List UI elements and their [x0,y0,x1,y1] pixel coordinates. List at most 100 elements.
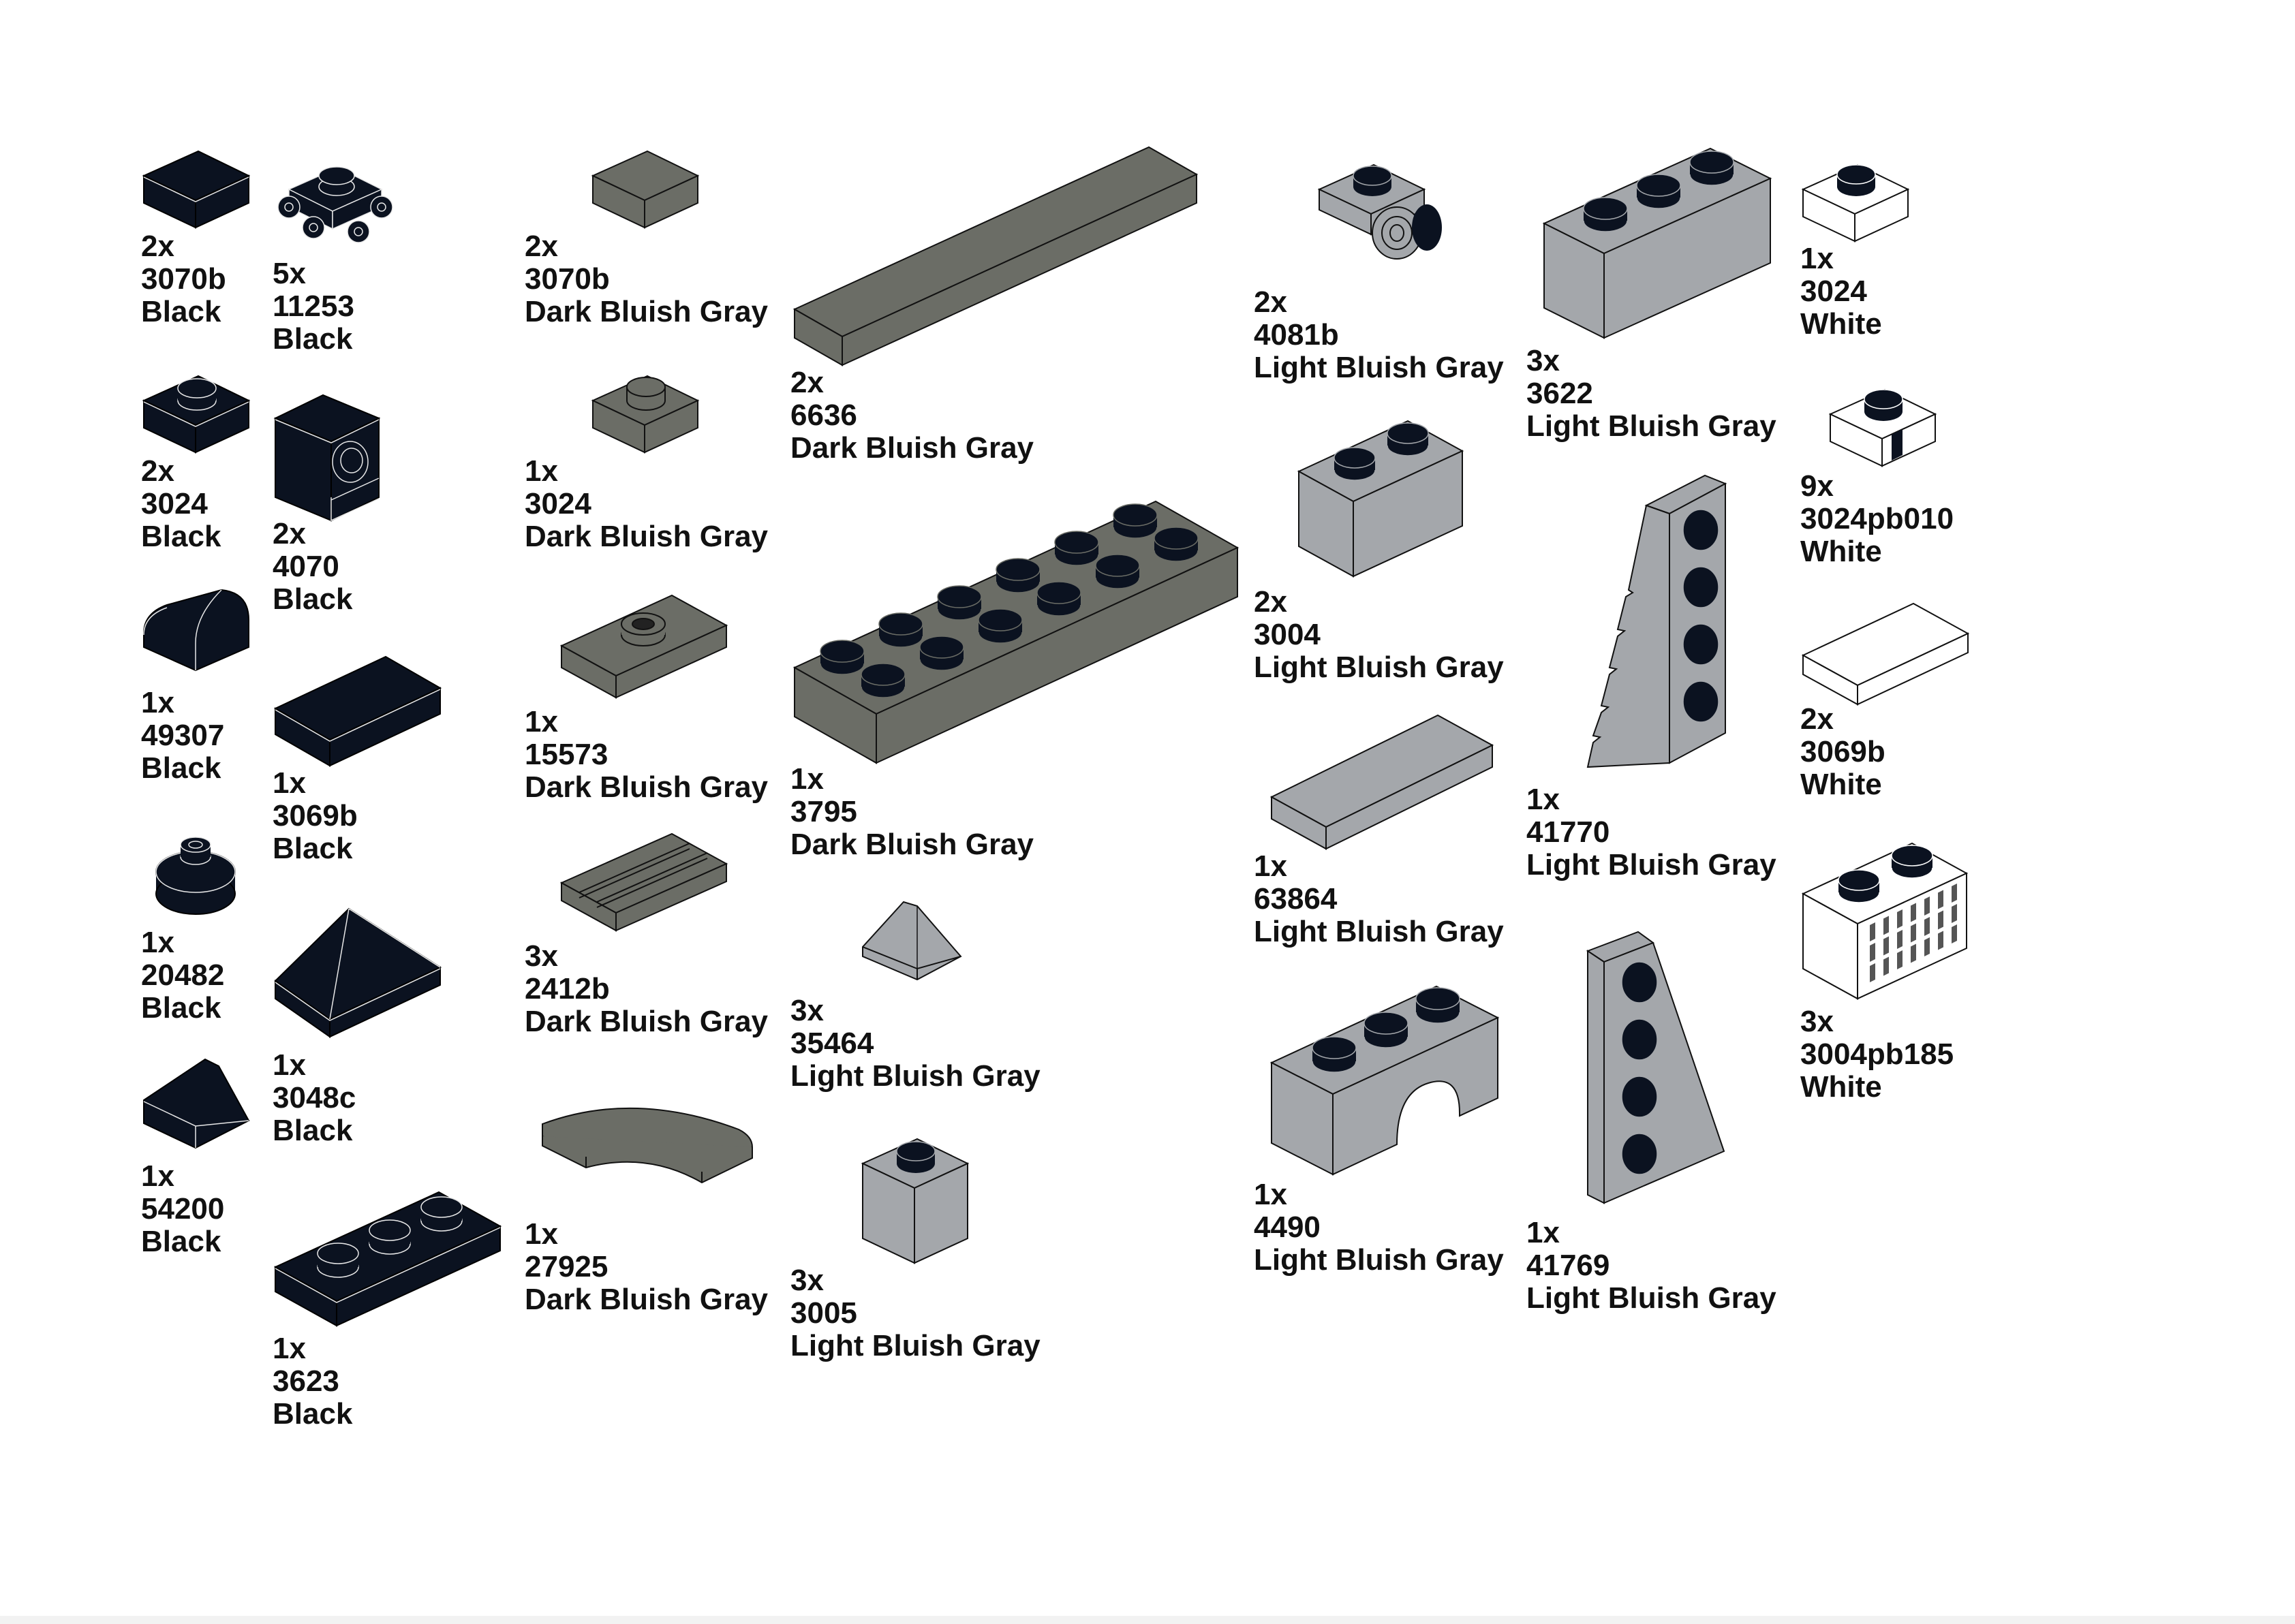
part-color: Dark Bluish Gray [525,295,769,328]
part-color: Light Bluish Gray [790,1329,1041,1362]
part-qty: 2x [1254,585,1287,619]
part-number: 2412b [525,972,610,1005]
part-color: Black [141,1225,221,1258]
window-print [1911,923,1916,943]
part-qty: 2x [1800,702,1834,736]
part-label: 2x 6636 Dark Bluish Gray [790,366,1034,465]
part-color: Dark Bluish Gray [525,1283,769,1316]
window-print [1870,963,1875,982]
part-label: 2x 3070b Black [141,230,226,328]
part-color: Black [141,991,221,1025]
part-number: 11253 [273,290,354,323]
part-color: Light Bluish Gray [1526,848,1776,881]
window-print [1938,931,1943,950]
part-color: Black [273,582,353,616]
window-print [1911,943,1916,963]
part-color: Dark Bluish Gray [525,1005,769,1038]
part-color: Light Bluish Gray [1254,651,1504,684]
part-color: White [1800,535,1882,568]
part-number: 3070b [525,262,610,296]
round-tile-icon [155,837,236,915]
part-color: Dark Bluish Gray [525,770,769,804]
part-number: 27925 [525,1250,609,1283]
cheese-slope-icon [862,901,962,981]
stud [1095,554,1140,577]
stud [978,608,1023,631]
stud [1154,527,1199,550]
part-color: Dark Bluish Gray [525,520,769,553]
plate-1x1-icon [1801,163,1910,243]
part-color: Black [273,322,353,356]
part-label: 2x 3004 Light Bluish Gray [1254,586,1504,684]
part-qty: 1x [525,705,558,738]
stud [1054,531,1099,554]
part-number: 4070 [273,550,339,583]
part-qty: 2x [141,230,174,263]
stud [919,636,964,659]
curved-slope-icon [143,589,249,672]
part-qty: 1x [525,1217,558,1251]
part-color: White [1800,1070,1882,1104]
part-number: 3024pb010 [1800,502,1954,535]
part-label: 2x 4070 Black [273,518,352,616]
part-qty: 3x [525,939,558,973]
part-number: 3795 [790,795,857,828]
part-label: 3x 3005 Light Bluish Gray [790,1264,1041,1362]
window-print [1897,909,1903,928]
brick-1x1-icon [861,1138,970,1264]
part-number: 3024 [525,487,591,520]
tile-1x3-icon [1269,714,1494,850]
part-color: Light Bluish Gray [1254,351,1504,384]
part-number: 41770 [1526,815,1610,849]
plate-1x3-icon [273,1191,502,1327]
part-label: 1x 20482 Black [141,926,224,1025]
stud [878,612,923,636]
part-color: Light Bluish Gray [790,1059,1041,1093]
part-number: 3005 [790,1296,857,1330]
part-qty: 3x [790,1264,824,1297]
part-number: 3622 [1526,377,1593,410]
part-number: 54200 [141,1192,225,1225]
part-label: 2x 4081b Light Bluish Gray [1254,286,1504,384]
tile-1x2-icon [273,655,442,767]
part-color: Dark Bluish Gray [790,828,1034,861]
window-print [1883,936,1889,956]
part-number: 49307 [141,719,225,752]
part-label: 1x 3024 Dark Bluish Gray [525,455,768,553]
part-label: 3x 3622 Light Bluish Gray [1526,345,1776,443]
part-qty: 1x [141,1159,174,1193]
part-label: 1x 3069b Black [273,767,358,865]
part-qty: 1x [1254,1178,1287,1211]
window-print [1952,904,1957,923]
part-label: 1x 15573 Dark Bluish Gray [525,706,768,804]
stud [937,585,982,608]
part-qty: 2x [1254,285,1287,319]
part-color: Light Bluish Gray [1526,1281,1776,1315]
part-number: 63864 [1254,882,1338,916]
plate-1x1-icon [591,375,700,454]
window-print [1883,956,1889,976]
part-color: Black [141,520,221,553]
pyramid-slope-icon [274,907,442,1038]
part-color: Black [273,832,353,865]
part-number: 41769 [1526,1249,1610,1282]
part-qty: 1x [1254,849,1287,883]
part-color: Black [273,1397,353,1431]
window-print [1938,910,1943,930]
window-print [1924,937,1930,956]
part-color: Light Bluish Gray [1254,1243,1504,1277]
part-color: Black [273,1114,353,1147]
plate-clip-light-icon [1317,163,1442,260]
window-print [1952,884,1957,903]
part-number: 3069b [273,799,358,832]
part-color: Black [141,751,221,785]
part-number: 6636 [790,399,857,432]
part-qty: 2x [273,517,306,550]
part-number: 3048c [273,1081,356,1114]
stud [861,663,906,686]
part-color: Dark Bluish Gray [790,431,1034,465]
part-number: 3024 [141,487,208,520]
part-qty: 1x [1526,1216,1560,1249]
tile-1x1-icon [591,150,700,229]
brick-headlight-icon [273,394,381,522]
